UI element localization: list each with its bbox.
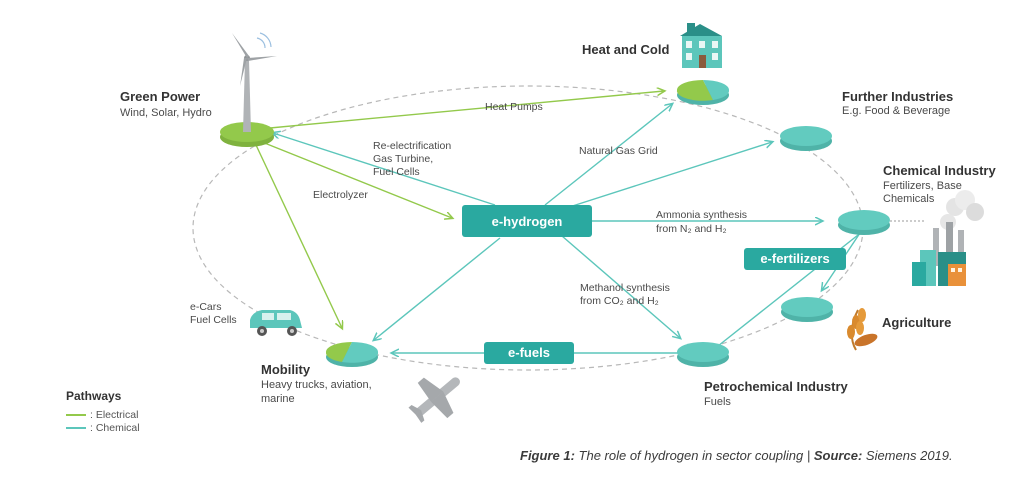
label-ammonia-2: from N₂ and H₂ xyxy=(656,223,727,235)
efuels-box-label: e-fuels xyxy=(508,345,550,360)
hydrogen-box-label: e-hydrogen xyxy=(492,214,563,229)
node-discs xyxy=(220,80,890,367)
car-icon xyxy=(250,310,302,336)
heat-cold-title: Heat and Cold xyxy=(582,42,669,57)
agriculture-disc xyxy=(781,297,833,317)
caption-figure-label: Figure 1: xyxy=(520,448,575,463)
flow-power-mobility xyxy=(255,144,342,328)
petrochemical-sub: Fuels xyxy=(704,396,731,408)
electrical-flows xyxy=(255,91,664,328)
label-methanol-1: Methanol synthesis xyxy=(580,282,670,294)
label-heat-pumps: Heat Pumps xyxy=(485,101,543,113)
heat-cold-disc xyxy=(676,80,713,101)
label-methanol-2: from CO₂ and H₂ xyxy=(580,295,659,307)
green-power-title: Green Power xyxy=(120,89,200,104)
chemical-industry-title: Chemical Industry xyxy=(883,163,996,178)
further-industries-disc xyxy=(780,126,832,146)
caption-source-text: Siemens 2019. xyxy=(862,448,953,463)
mobility-sub2: marine xyxy=(261,393,295,405)
chemical-industry-disc xyxy=(838,210,890,230)
mobility-title: Mobility xyxy=(261,362,311,377)
petrochemical-title: Petrochemical Industry xyxy=(704,379,849,394)
flow-natural-gas xyxy=(544,104,672,206)
further-industries-title: Further Industries xyxy=(842,89,953,104)
hydrogen-box: e-hydrogen xyxy=(462,205,592,237)
flow-further-industries xyxy=(559,142,772,211)
label-ecars-2: Fuel Cells xyxy=(190,314,237,326)
label-reelec-1: Re-electrification xyxy=(373,140,451,152)
efertilizers-box: e-fertilizers xyxy=(744,248,846,270)
legend-title: Pathways xyxy=(66,389,122,403)
mobility-disc xyxy=(325,342,352,362)
figure-caption: Figure 1: The role of hydrogen in sector… xyxy=(520,448,953,463)
chemical-industry-sub1: Fertilizers, Base xyxy=(883,180,962,192)
legend-electrical-label: : Electrical xyxy=(90,409,138,421)
label-ecars-1: e-Cars xyxy=(190,301,222,313)
efertilizers-box-label: e-fertilizers xyxy=(760,251,829,266)
wind-turbine-icon xyxy=(232,32,277,132)
legend: Pathways : Electrical : Chemical xyxy=(66,389,140,434)
chemical-industry-sub2: Chemicals xyxy=(883,193,935,205)
caption-source-label: Source: xyxy=(813,448,863,463)
flow-hydrogen-mobility xyxy=(374,237,501,340)
legend-chemical-label: : Chemical xyxy=(90,422,140,434)
caption-text: The role of hydrogen in sector coupling … xyxy=(574,448,814,463)
airplane-icon xyxy=(408,377,460,423)
green-power-sub: Wind, Solar, Hydro xyxy=(120,107,212,119)
house-icon xyxy=(680,23,722,68)
factory-icon xyxy=(912,190,984,286)
label-natural-gas-grid: Natural Gas Grid xyxy=(579,145,658,157)
petrochemical-disc xyxy=(677,342,729,362)
flow-methanol xyxy=(561,235,680,338)
agriculture-title: Agriculture xyxy=(882,315,951,330)
flow-reelectrification xyxy=(273,133,496,206)
mobility-sub1: Heavy trucks, aviation, xyxy=(261,379,372,391)
label-reelec-3: Fuel Cells xyxy=(373,166,420,178)
label-electrolyzer: Electrolyzer xyxy=(313,189,368,201)
further-industries-sub: E.g. Food & Beverage xyxy=(842,105,950,117)
efuels-box: e-fuels xyxy=(484,342,574,364)
flow-electrolyzer xyxy=(261,141,452,218)
label-reelec-2: Gas Turbine, xyxy=(373,153,433,165)
flow-heat-pumps xyxy=(269,91,664,129)
label-ammonia-1: Ammonia synthesis xyxy=(656,209,747,221)
wheat-icon xyxy=(847,308,878,351)
